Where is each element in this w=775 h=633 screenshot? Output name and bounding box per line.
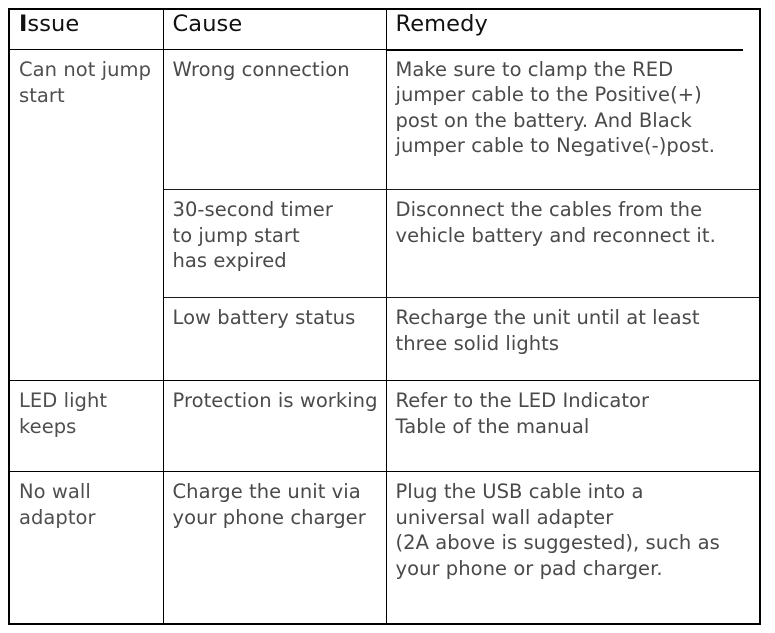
cell-cause: Wrong connection (163, 49, 387, 190)
cell-cause-text: Low battery status (172, 306, 356, 329)
cell-remedy-text: Recharge the unit until at least three s… (395, 306, 700, 355)
troubleshooting-table: Issue Cause Remedy Can not jump start Wr… (8, 8, 761, 625)
cell-remedy-text: Make sure to clamp the RED jumper cable … (395, 57, 715, 158)
cell-remedy-text: Plug the USB cable into a universal wall… (395, 480, 720, 580)
table-row: 30-second timer to jump start has expire… (9, 189, 761, 298)
cell-issue-text: Can not jump start (19, 58, 152, 107)
table-row: Low battery status Recharge the unit unt… (9, 297, 761, 381)
cell-cause: Charge the unit via your phone charger (163, 471, 387, 625)
table-row: Can not jump start Wrong connection Make… (8, 49, 761, 381)
cell-issue: Can not jump start (8, 49, 164, 381)
cell-remedy: Disconnect the cables from the vehicle b… (386, 189, 761, 298)
column-header-issue: Issue (8, 8, 164, 50)
cell-remedy: Make sure to clamp the RED jumper cable … (386, 49, 761, 190)
column-header-remedy: Remedy (386, 8, 761, 51)
cell-cause-text: Charge the unit via your phone charger (172, 480, 366, 529)
table-row: No wall adaptor Charge the unit via your… (8, 471, 761, 625)
table-row: LED light keeps Protection is working Re… (8, 380, 761, 472)
cell-cause-text: Protection is working (172, 389, 378, 412)
cell-issue: No wall adaptor (8, 471, 164, 625)
cell-remedy-text: Refer to the LED Indicator Table of the … (395, 389, 650, 438)
cell-cause: Protection is working (163, 380, 387, 472)
cell-cause: 30-second timer to jump start has expire… (163, 189, 387, 298)
cell-remedy: Refer to the LED Indicator Table of the … (386, 380, 761, 472)
cell-issue-text: No wall adaptor (19, 480, 96, 529)
column-header-issue-rest: ssue (27, 11, 80, 37)
cell-remedy: Plug the USB cable into a universal wall… (386, 471, 761, 625)
column-header-remedy-label: Remedy (395, 11, 488, 37)
column-header-cause: Cause (163, 8, 387, 50)
column-header-issue-initial: I (19, 11, 28, 37)
cell-cause-text: 30-second timer to jump start has expire… (172, 198, 333, 272)
header-rule-remedy (386, 49, 743, 51)
cell-cause: Low battery status (163, 297, 387, 381)
cell-cause-text: Wrong connection (172, 58, 350, 81)
cell-issue: LED light keeps (8, 380, 164, 472)
cell-remedy: Recharge the unit until at least three s… (386, 297, 761, 381)
table-header-row: Issue Cause Remedy (8, 8, 761, 51)
cell-remedy-text: Disconnect the cables from the vehicle b… (395, 198, 716, 247)
cell-issue-text: LED light keeps (19, 389, 108, 438)
